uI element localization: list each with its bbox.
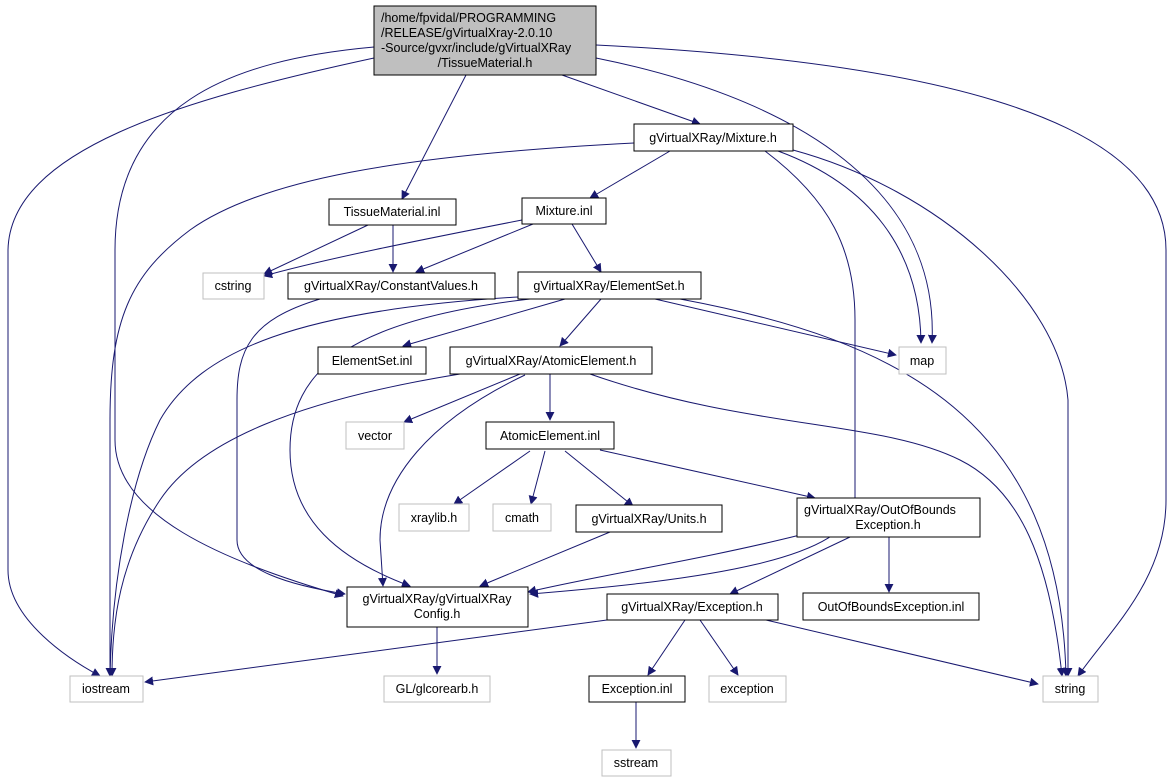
node-sstream[interactable]: sstream (601, 749, 672, 777)
node-mixture-inl-label: Mixture.inl (536, 204, 593, 218)
node-root-line-2: /RELEASE/gVirtualXray-2.0.10 (381, 26, 552, 40)
edge-atomicelement-h-to-iostream (107, 373, 461, 677)
edge-elementset-h-to-iostream (105, 296, 519, 677)
node-vector[interactable]: vector (345, 421, 405, 450)
edge-atomicelement-inl-to-xraylib-h (453, 450, 531, 505)
node-config-h-line-1: gVirtualXRay/gVirtualXRay (363, 592, 513, 606)
edge-elementset-h-to-atomicelement-h (559, 298, 602, 347)
node-config-h-line-2: Config.h (414, 607, 461, 621)
node-map-label: map (910, 354, 934, 368)
node-exception[interactable]: exception (708, 675, 787, 703)
node-iostream-label: iostream (82, 682, 130, 696)
edge-units-h-to-config-h (479, 531, 611, 588)
node-sstream-label: sstream (614, 756, 658, 770)
node-cstring[interactable]: cstring (202, 272, 265, 300)
node-atomicelement-inl-label: AtomicElement.inl (500, 429, 600, 443)
edge-elementset-h-to-config-h (289, 298, 531, 588)
node-exception-inl-label: Exception.inl (602, 682, 673, 696)
edge-elementset-h-to-elementset-inl (402, 298, 566, 349)
edge-atomicelement-h-to-string (589, 373, 1066, 677)
node-config-h[interactable]: gVirtualXRay/gVirtualXRay Config.h (346, 586, 529, 628)
node-iostream[interactable]: iostream (69, 675, 144, 703)
edge-root-to-iostream (7, 57, 375, 677)
node-outofbounds-inl-label: OutOfBoundsException.inl (818, 600, 965, 614)
edge-mixture-h-to-iostream (105, 142, 635, 677)
edge-mixture-h-to-mixture-inl (589, 150, 671, 199)
node-outofbounds-h-line-2: Exception.h (855, 518, 920, 532)
edge-atomicelement-h-to-vector (403, 373, 521, 424)
edge-constantvalues-h-to-config-h (236, 298, 346, 598)
edge-atomicelement-inl-to-cmath (528, 450, 546, 505)
node-mixture-h-label: gVirtualXRay/Mixture.h (649, 131, 777, 145)
node-cmath[interactable]: cmath (492, 503, 552, 532)
edge-exception-h-to-exception-inl (647, 619, 686, 676)
edge-root-to-map (595, 57, 937, 344)
edge-root-to-tissuematerial-inl (401, 74, 467, 200)
node-exception-h-label: gVirtualXRay/Exception.h (621, 600, 763, 614)
node-glcorearb-h[interactable]: GL/glcorearb.h (383, 675, 491, 703)
node-map[interactable]: map (898, 346, 947, 375)
node-string-label: string (1055, 682, 1086, 696)
node-constantvalues-h-label: gVirtualXRay/ConstantValues.h (304, 279, 478, 293)
node-exception-h[interactable]: gVirtualXRay/Exception.h (606, 593, 779, 621)
edge-mixture-inl-to-cstring (263, 219, 523, 279)
edge-mixture-inl-to-elementset-h (571, 223, 602, 273)
node-glcorearb-h-label: GL/glcorearb.h (396, 682, 479, 696)
edge-mixture-h-to-map (777, 150, 926, 344)
node-root-line-1: /home/fpvidal/PROGRAMMING (381, 11, 556, 25)
node-exception-label: exception (720, 682, 774, 696)
node-units-h[interactable]: gVirtualXRay/Units.h (575, 504, 723, 533)
node-units-h-label: gVirtualXRay/Units.h (591, 512, 706, 526)
node-vector-label: vector (358, 429, 392, 443)
node-string[interactable]: string (1042, 675, 1099, 703)
node-root-line-3: -Source/gvxr/include/gVirtualXRay (381, 41, 572, 55)
node-atomicelement-inl[interactable]: AtomicElement.inl (485, 421, 615, 450)
node-xraylib-h[interactable]: xraylib.h (398, 503, 470, 532)
node-exception-inl[interactable]: Exception.inl (588, 675, 686, 703)
edge-atomicelement-h-to-config-h (377, 374, 526, 587)
edge-atomicelement-inl-to-outofbounds-h (599, 449, 816, 501)
node-outofbounds-h-line-1: gVirtualXRay/OutOfBounds (804, 503, 956, 517)
node-xraylib-h-label: xraylib.h (411, 511, 458, 525)
edge-tissuematerial-inl-to-cstring (263, 224, 369, 275)
graph-nodes: /home/fpvidal/PROGRAMMING /RELEASE/gVirt… (69, 5, 1099, 777)
node-outofbounds-inl[interactable]: OutOfBoundsException.inl (802, 592, 980, 621)
dependency-edges (7, 44, 1167, 749)
node-elementset-h[interactable]: gVirtualXRay/ElementSet.h (517, 271, 702, 300)
node-root-line-4: /TissueMaterial.h (438, 56, 533, 70)
node-mixture-h[interactable]: gVirtualXRay/Mixture.h (633, 123, 794, 152)
edge-root-to-mixture-h (561, 74, 701, 126)
edge-outofbounds-h-to-exception-h (729, 536, 851, 595)
edge-root-to-string (595, 44, 1167, 677)
node-mixture-inl[interactable]: Mixture.inl (521, 197, 607, 225)
node-tissuematerial-inl-label: TissueMaterial.inl (344, 205, 441, 219)
node-elementset-inl[interactable]: ElementSet.inl (317, 346, 427, 375)
node-cstring-label: cstring (215, 279, 252, 293)
node-root-file: /home/fpvidal/PROGRAMMING /RELEASE/gVirt… (373, 5, 597, 76)
edge-elementset-h-to-string (679, 298, 1071, 677)
edge-exception-h-to-string (765, 619, 1039, 687)
edge-elementset-h-to-map (654, 298, 897, 358)
node-atomicelement-h[interactable]: gVirtualXRay/AtomicElement.h (449, 346, 653, 375)
edge-outofbounds-h-to-config-h (527, 534, 801, 595)
node-elementset-h-label: gVirtualXRay/ElementSet.h (533, 279, 684, 293)
node-elementset-inl-label: ElementSet.inl (332, 354, 413, 368)
node-tissuematerial-inl[interactable]: TissueMaterial.inl (328, 198, 457, 226)
edge-mixture-h-to-string (792, 149, 1073, 677)
node-atomicelement-h-label: gVirtualXRay/AtomicElement.h (466, 354, 637, 368)
edge-root-to-config-h (114, 46, 375, 599)
edge-exception-h-to-exception (699, 619, 739, 676)
node-outofbounds-h[interactable]: gVirtualXRay/OutOfBounds Exception.h (796, 497, 981, 538)
edge-mixture-inl-to-constantvalues-h (415, 223, 534, 274)
edge-atomicelement-inl-to-units-h (564, 450, 634, 507)
node-constantvalues-h[interactable]: gVirtualXRay/ConstantValues.h (287, 272, 496, 300)
edge-exception-h-to-iostream (144, 619, 608, 686)
node-cmath-label: cmath (505, 511, 539, 525)
